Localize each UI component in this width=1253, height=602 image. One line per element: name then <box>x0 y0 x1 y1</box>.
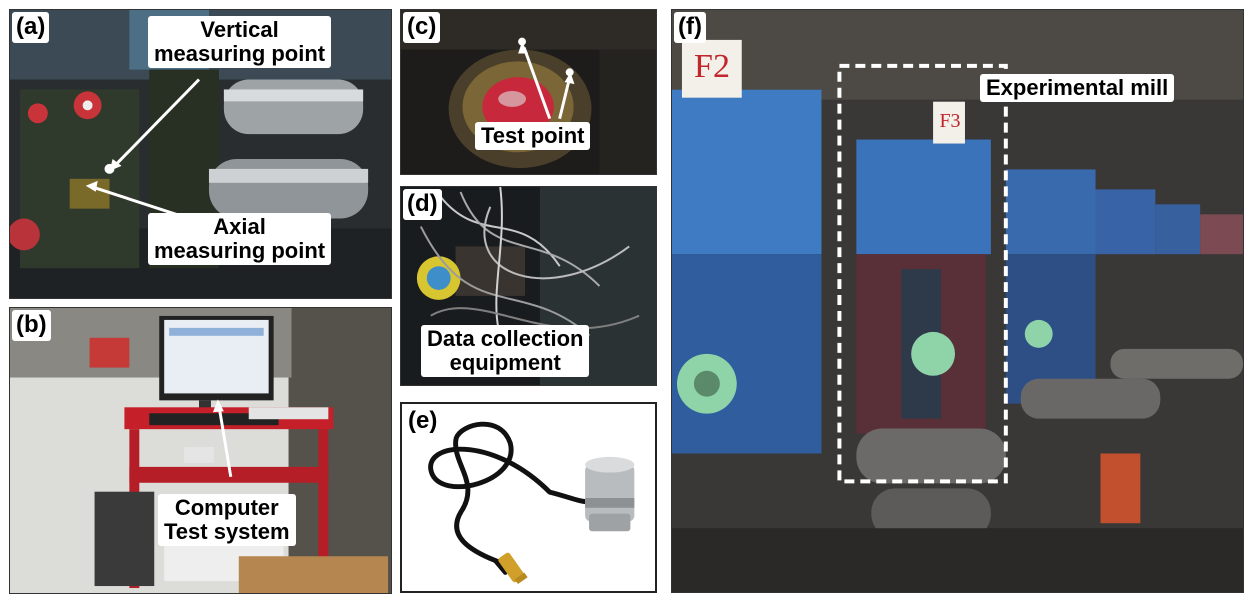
test-point-caption: Test point <box>475 122 591 150</box>
experimental-mill-caption: Experimental mill <box>980 74 1175 102</box>
caption-line: Vertical <box>200 17 279 42</box>
panel-label-c: (c) <box>403 12 441 43</box>
accelerometer-sensor-image <box>402 404 655 591</box>
caption-line: measuring point <box>154 238 326 263</box>
panel-label-d: (d) <box>403 189 442 220</box>
data-collection-equipment-caption: Data collection equipment <box>421 325 590 377</box>
panel-label-b: (b) <box>12 310 51 341</box>
computer-test-system-caption: Computer Test system <box>158 494 296 546</box>
panel-e-sensor-photo: (e) <box>400 402 657 593</box>
vertical-measuring-point-caption: Vertical measuring point <box>148 16 332 68</box>
panel-b-computer-photo: (b) Computer Test system <box>9 307 392 594</box>
panel-a-rolling-mill-photo: (a) Vertical measuring point Axial measu… <box>9 9 392 299</box>
panel-f-experimental-mill-photo: F2 F3 (f) Experimental mill <box>671 9 1244 593</box>
stand-sign-f3: F3 <box>939 110 961 132</box>
panel-c-test-point-photo: (c) Test point <box>400 9 657 175</box>
caption-line: measuring point <box>154 41 326 66</box>
panel-label-e: (e) <box>404 406 442 437</box>
computer-desk-photo <box>10 308 391 593</box>
caption-line: Data collection <box>427 326 584 351</box>
caption-line: equipment <box>449 350 561 375</box>
caption-line: Test system <box>164 519 290 544</box>
panel-label-f: (f) <box>674 12 706 43</box>
caption-line: Axial <box>213 214 266 239</box>
caption-line: Computer <box>174 495 279 520</box>
stand-sign-f2: F2 <box>694 48 730 85</box>
panel-d-data-collection-photo: (d) Data collection equipment <box>400 186 657 386</box>
panel-label-a: (a) <box>12 12 50 43</box>
axial-measuring-point-caption: Axial measuring point <box>148 213 332 265</box>
